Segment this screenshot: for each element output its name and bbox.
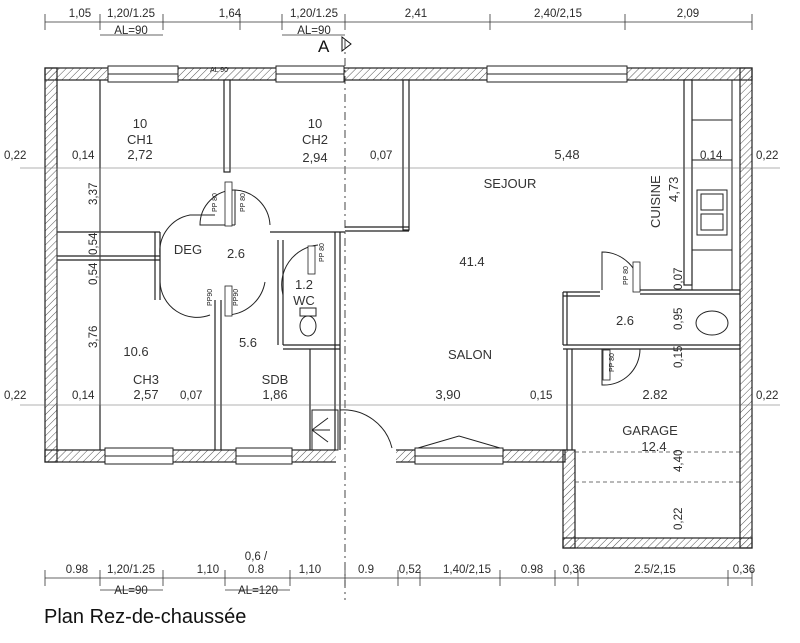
dim-v-054b: 0,54	[88, 262, 100, 285]
salon-area: 41.4	[459, 254, 484, 269]
top-dim-4: 1,20/1.25	[290, 8, 338, 20]
bottom-dim-8: 0,52	[399, 564, 421, 576]
dim-v-022: 0,22	[673, 508, 685, 530]
dim-ch-partition: 0,07	[370, 150, 392, 162]
washing-machine-icon	[695, 310, 729, 336]
door-tag-1: PP 80	[212, 193, 219, 212]
bottom-dim-3: 1,10	[197, 564, 219, 576]
bottom-dim-4: 0,6 /	[245, 551, 268, 563]
dim-left-top-wall: 0,22	[4, 150, 26, 162]
ch1-width: 2,72	[127, 147, 152, 162]
cuisine-name: CUISINE	[648, 175, 663, 228]
ch3-area: 10.6	[123, 344, 148, 359]
salon-name: SALON	[448, 347, 492, 362]
sdb-width: 1,86	[262, 387, 287, 402]
bottom-dim-1: 0.98	[66, 564, 88, 576]
top-dim-3: 1,64	[219, 8, 242, 20]
bottom-dimension-chain	[44, 570, 753, 591]
section-marker-label: A	[318, 37, 330, 56]
dim-v-337: 3,37	[88, 183, 100, 205]
ch1-name: CH1	[127, 132, 153, 147]
dim-v-054a: 0,54	[88, 232, 100, 255]
plan-caption: Plan Rez-de-chaussée	[44, 606, 247, 628]
deg-area: 2.6	[227, 246, 245, 261]
door-tag-4: PP90	[233, 289, 240, 306]
dim-left-bottom-inner: 0,14	[72, 390, 95, 402]
deg-name: DEG	[174, 242, 202, 257]
garage-depth: 4,40	[673, 450, 685, 472]
bottom-dim-10: 0.98	[521, 564, 543, 576]
garage-area: 12.4	[641, 439, 666, 454]
ch3-width: 2,57	[133, 387, 158, 402]
ch3-name: CH3	[133, 372, 159, 387]
cellier-area: 2.6	[616, 313, 634, 328]
top-dim-1: 1,05	[69, 8, 91, 20]
top-dimension-chain	[44, 14, 753, 36]
dim-right-top-inner: 0,14	[700, 150, 723, 162]
wc-name: WC	[293, 293, 315, 308]
entrance-door-swing	[339, 409, 393, 449]
dim-left-bottom-wall: 0,22	[4, 390, 26, 402]
bottom-dim-9: 1,40/2,15	[443, 564, 491, 576]
dim-right-bottom-wall: 0,22	[756, 390, 778, 402]
toilet-icon	[299, 307, 317, 337]
door-tag-7: PP 80	[609, 353, 616, 372]
bottom-dim-6: 1,10	[299, 564, 321, 576]
section-arrow-icon	[341, 35, 352, 53]
top-al-1: AL=90	[114, 25, 148, 37]
entrance-opening	[336, 448, 396, 464]
top-dim-5: 2,41	[405, 8, 427, 20]
sejour-name: SEJOUR	[484, 176, 537, 191]
bottom-al-1: AL=90	[114, 585, 148, 597]
bottom-dim-7: 0.9	[358, 564, 374, 576]
bottom-dim-5: 0.8	[248, 564, 264, 576]
bottom-dim-13: 0,36	[733, 564, 755, 576]
bottom-dim-12: 2.5/2,15	[634, 564, 676, 576]
dim-left-top-inner: 0,14	[72, 150, 95, 162]
wc-area: 1.2	[295, 277, 313, 292]
top-dim-7: 2,09	[677, 8, 699, 20]
door-tag-5: PP 80	[319, 243, 326, 262]
kitchen-counter	[691, 79, 733, 291]
dim-v-376: 3,76	[88, 326, 100, 348]
dim-salon-partition: 0,15	[530, 390, 552, 402]
bottom-windows	[104, 435, 504, 465]
ch2-width: 2,94	[302, 150, 327, 165]
top-dim-6: 2,40/2,15	[534, 8, 582, 20]
top-dim-2: 1,20/1.25	[107, 8, 155, 20]
ch2-name: CH2	[302, 132, 328, 147]
bottom-al-2: AL=120	[238, 585, 278, 597]
dim-v-007: 0,07	[673, 268, 685, 290]
door-tag-3: PP90	[207, 289, 214, 306]
sdb-area: 5.6	[239, 335, 257, 350]
garage-width: 2.82	[642, 387, 667, 402]
top-windows	[107, 65, 628, 83]
dim-v-015: 0,15	[673, 346, 685, 368]
internal-dim-lines	[20, 167, 780, 406]
top-al-2: AL=90	[297, 25, 331, 37]
door-tag-6: PP 80	[623, 266, 630, 285]
dim-v-095: 0,95	[673, 308, 685, 330]
door-leaves	[224, 181, 641, 381]
bottom-dim-11: 0,36	[563, 564, 585, 576]
cuisine-width: 4,73	[666, 177, 681, 202]
ch1-area: 10	[133, 116, 147, 131]
dim-right-top-wall: 0,22	[756, 150, 778, 162]
bottom-dim-2: 1,20/1.25	[107, 564, 155, 576]
salon-width: 3,90	[435, 387, 460, 402]
ch2-area: 10	[308, 116, 322, 131]
shower-tray	[311, 409, 339, 451]
door-tag-2: PP 80	[240, 193, 247, 212]
top-wall-note: AL 90	[210, 67, 228, 74]
dim-sdb-partition: 0,07	[180, 390, 202, 402]
garage-name: GARAGE	[622, 423, 678, 438]
sdb-name: SDB	[262, 372, 289, 387]
sejour-width: 5,48	[554, 147, 579, 162]
